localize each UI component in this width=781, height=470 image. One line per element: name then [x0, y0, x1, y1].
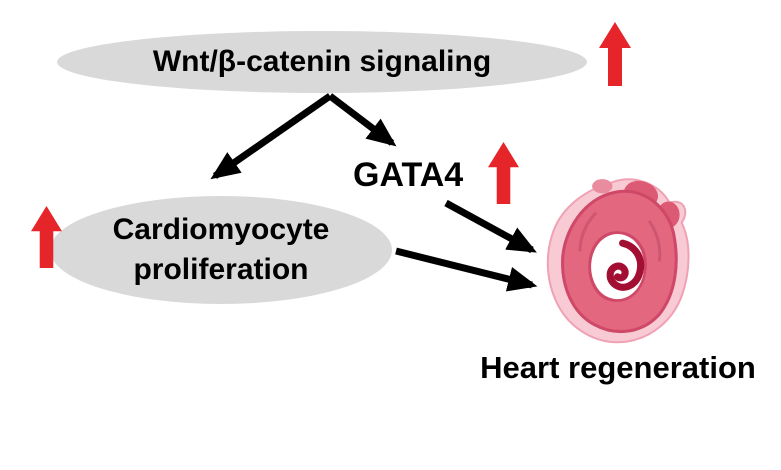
heart-regeneration-label: Heart regeneration: [480, 350, 756, 385]
wnt-signaling-label: Wnt/β-catenin signaling: [152, 45, 492, 78]
cardiomyocyte-label-line2: proliferation: [133, 253, 309, 286]
connector-wnt-to-gata4: [327, 93, 397, 147]
wnt-up-arrow-icon: [599, 22, 631, 86]
connector-cardiomyocyte-to-heart: [395, 247, 538, 292]
cardiomyocyte-label-line1: Cardiomyocyte: [112, 212, 330, 246]
wnt-signaling-node: Wnt/β-catenin signaling: [57, 31, 587, 93]
gata4-label: GATA4: [353, 156, 464, 194]
gata4-up-arrow-icon: [488, 142, 519, 204]
cardiomyocyte-proliferation-node: Cardiomyocyte proliferation: [50, 196, 392, 304]
connector-gata4-to-heart: [444, 199, 537, 254]
connector-wnt-to-cardiomyocyte: [210, 93, 332, 180]
heart-histology-image: [546, 178, 690, 344]
cardiomyocyte-up-arrow-icon: [31, 206, 62, 268]
